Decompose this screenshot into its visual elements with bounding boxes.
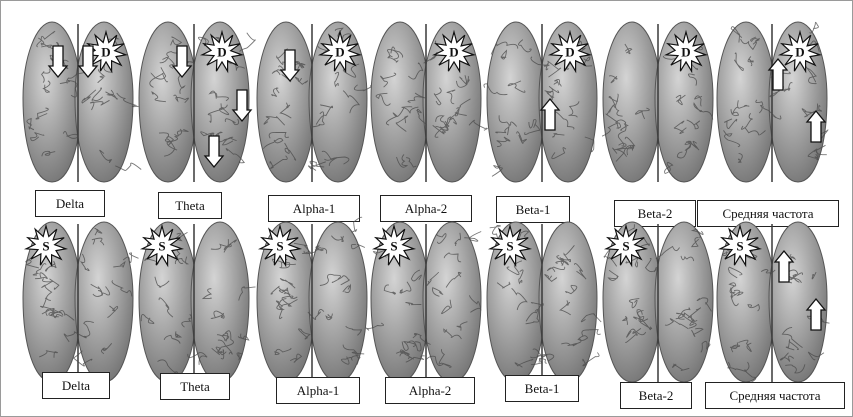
brain-top-view: D xyxy=(370,10,482,185)
brain-panel: D xyxy=(486,10,598,200)
band-label: Средняя частота xyxy=(705,382,845,409)
brain-panel: D xyxy=(716,10,828,200)
left-hemisphere xyxy=(257,22,315,182)
brain-panel: S xyxy=(716,210,828,400)
band-label: Theta xyxy=(160,373,230,400)
left-hemisphere xyxy=(139,22,197,182)
brain-panel: S xyxy=(486,210,598,400)
brain-top-view: S xyxy=(486,210,598,385)
brain-panel: D xyxy=(370,10,482,200)
brain-panel: S xyxy=(256,210,368,400)
brain-panel: D xyxy=(22,10,134,200)
marker-letter: D xyxy=(449,45,458,60)
brain-top-view: D xyxy=(138,10,250,185)
right-hemisphere xyxy=(423,222,481,382)
marker-letter: S xyxy=(158,239,165,254)
brain-panel: D xyxy=(602,10,714,200)
brain-top-view: D xyxy=(602,10,714,185)
brain-top-view: S xyxy=(22,210,134,385)
band-label: Beta-2 xyxy=(620,382,692,409)
brain-top-view: D xyxy=(22,10,134,185)
band-label: Alpha-1 xyxy=(276,377,360,404)
marker-letter: D xyxy=(795,45,804,60)
brain-top-view: S xyxy=(256,210,368,385)
left-hemisphere xyxy=(487,22,545,182)
marker-letter: D xyxy=(565,45,574,60)
brain-top-view: D xyxy=(486,10,598,185)
marker-letter: S xyxy=(506,239,513,254)
brain-top-view: S xyxy=(138,210,250,385)
band-label: Beta-1 xyxy=(505,375,579,402)
brain-panel: D xyxy=(256,10,368,200)
marker-letter: S xyxy=(736,239,743,254)
marker-letter: D xyxy=(335,45,344,60)
brain-top-view: S xyxy=(716,210,828,385)
marker-letter: S xyxy=(42,239,49,254)
brain-top-view: D xyxy=(716,10,828,185)
left-hemisphere xyxy=(371,22,429,182)
right-hemisphere xyxy=(655,222,713,382)
band-label: Alpha-2 xyxy=(385,377,475,404)
marker-letter: S xyxy=(622,239,629,254)
marker-letter: D xyxy=(217,45,226,60)
brain-top-view: D xyxy=(256,10,368,185)
brain-panel: S xyxy=(370,210,482,400)
brain-top-view: S xyxy=(370,210,482,385)
brain-panel: S xyxy=(602,210,714,400)
marker-letter: S xyxy=(276,239,283,254)
right-hemisphere xyxy=(75,222,133,382)
marker-letter: D xyxy=(681,45,690,60)
left-hemisphere xyxy=(603,22,661,182)
brain-top-view: S xyxy=(602,210,714,385)
brain-panel: D xyxy=(138,10,250,200)
marker-letter: D xyxy=(101,45,110,60)
left-hemisphere xyxy=(23,22,81,182)
band-label: Delta xyxy=(42,372,110,399)
marker-letter: S xyxy=(390,239,397,254)
left-hemisphere xyxy=(717,22,775,182)
brain-panel: S xyxy=(138,210,250,400)
